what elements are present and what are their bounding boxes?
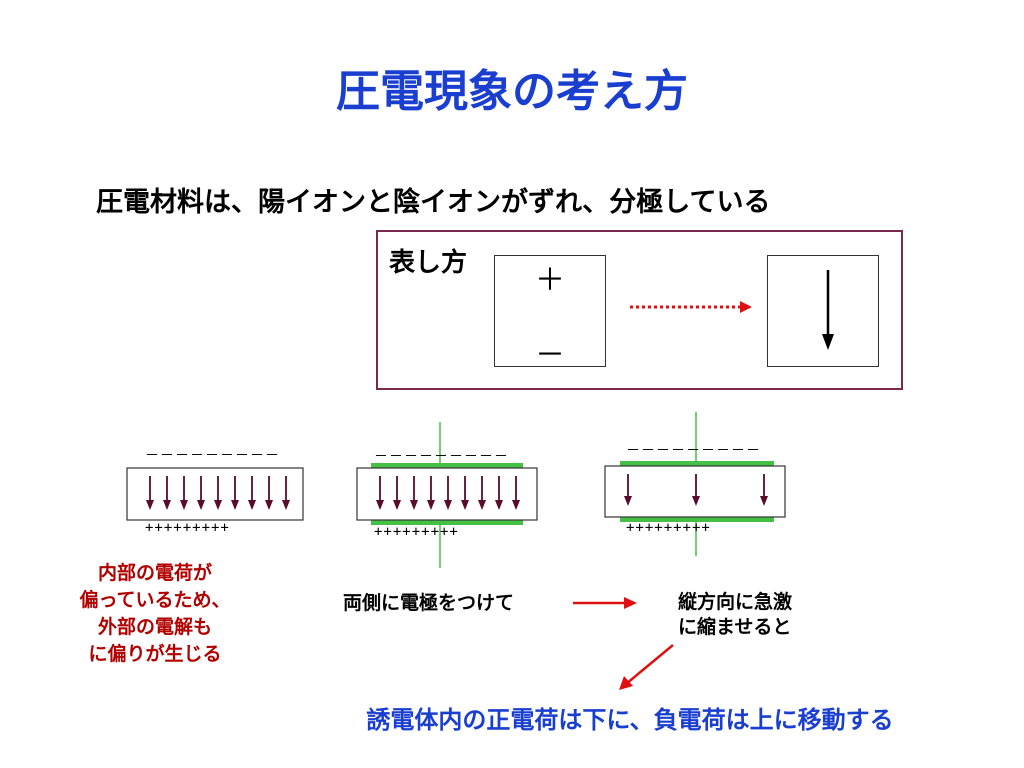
dipole-arrow-head bbox=[248, 500, 256, 510]
dipole-arrow-head bbox=[146, 500, 154, 510]
legend-label: 表し方 bbox=[389, 248, 468, 278]
electrode-top-c bbox=[620, 461, 774, 466]
dipole-arrow-head bbox=[163, 500, 171, 510]
dipole-arrows-c bbox=[624, 474, 768, 506]
dipole-arrow-head bbox=[427, 500, 435, 510]
negative-signs-c: －－－－－－－－－ bbox=[626, 443, 761, 459]
dipole-arrow-head bbox=[478, 500, 486, 510]
positive-signs-a: +++++++++ bbox=[145, 520, 230, 536]
dipole-arrow-head bbox=[512, 500, 520, 510]
legend-dotted-arrow bbox=[630, 301, 752, 313]
dipole-arrow-head bbox=[495, 500, 503, 510]
compression-note: 縦方向に急激 に縮ませると bbox=[678, 591, 793, 638]
positive-signs-c: +++++++++ bbox=[626, 520, 711, 536]
process-arrow bbox=[573, 597, 637, 609]
dipole-arrow-head bbox=[444, 500, 452, 510]
dipole-arrow-head bbox=[282, 500, 290, 510]
internal-charge-note: 内部の電荷が 偏っているため、 外部の電解も に偏りが生じる bbox=[79, 562, 231, 665]
result-arrow bbox=[619, 644, 674, 690]
electrode-bottom-b bbox=[371, 520, 523, 525]
material-block-b bbox=[356, 467, 538, 521]
charge-square bbox=[494, 255, 606, 367]
negative-signs-b: －－－－－－－－－ bbox=[374, 449, 509, 465]
dipole-arrow-head bbox=[410, 500, 418, 510]
slide-title: 圧電現象の考え方 bbox=[336, 66, 688, 117]
negative-signs-a: －－－－－－－－－ bbox=[145, 448, 280, 464]
dipole-arrows-b bbox=[376, 476, 520, 510]
minus-sign: － bbox=[535, 338, 565, 373]
dipole-arrow-head bbox=[461, 500, 469, 510]
dipole-arrows-a bbox=[146, 476, 290, 510]
positive-signs-b: +++++++++ bbox=[374, 524, 459, 540]
polarization-square bbox=[767, 255, 879, 367]
polarization-arrow bbox=[822, 270, 834, 350]
material-block-a bbox=[126, 467, 304, 521]
dipole-arrow-head bbox=[376, 500, 384, 510]
intro-text: 圧電材料は、陽イオンと陰イオンがずれ、分極している bbox=[96, 187, 771, 218]
dipole-arrow-head bbox=[214, 500, 222, 510]
dipole-arrow-head bbox=[197, 500, 205, 510]
electrodes-note: 両側に電極をつけて bbox=[343, 592, 515, 614]
dipole-arrow-head bbox=[231, 500, 239, 510]
legend-box bbox=[376, 230, 903, 390]
result-text: 誘電体内の正電荷は下に、負電荷は上に移動する bbox=[366, 706, 894, 734]
electrode-top-b bbox=[371, 463, 523, 468]
plus-sign: ＋ bbox=[535, 263, 565, 298]
material-block-c bbox=[604, 465, 786, 518]
electrode-bottom-c bbox=[620, 517, 774, 522]
dipole-arrow-head bbox=[265, 500, 273, 510]
dipole-arrow-head bbox=[393, 500, 401, 510]
dipole-arrow-head bbox=[180, 500, 188, 510]
